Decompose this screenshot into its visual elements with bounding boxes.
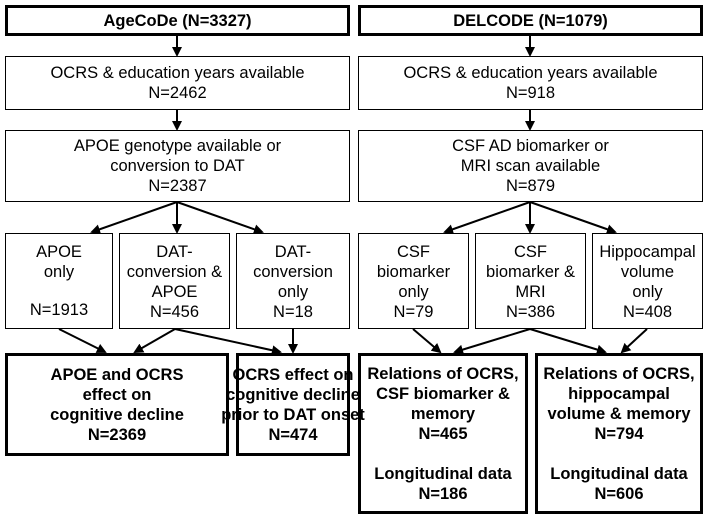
- arrow-agecode-sub1: [90, 201, 178, 235]
- agecode-out1-line3: cognitive decline: [50, 405, 184, 424]
- agecode-step2-count: N=2387: [148, 177, 207, 195]
- agecode-sub3-count: N=18: [273, 303, 313, 321]
- agecode-sub1-count: N=1913: [29, 301, 89, 319]
- delcode-sub2-line2: biomarker &: [486, 263, 575, 281]
- arrow-agecode-datapoe-out1: [133, 328, 176, 353]
- delcode-outcome2-box: Relations of OCRS, hippocampal volume & …: [535, 353, 703, 514]
- agecode-step2-line2: conversion to DAT: [110, 157, 245, 175]
- delcode-sub2-line1: CSF: [513, 243, 547, 261]
- delcode-sub1-line2: biomarker: [376, 263, 451, 281]
- arrow-delcode-csfmri-out2: [529, 328, 607, 355]
- delcode-sub3-count: N=408: [622, 303, 673, 321]
- agecode-out2-line3: prior to DAT onset: [221, 405, 365, 424]
- agecode-sub2-line1: DAT-: [156, 243, 193, 261]
- delcode-step1-text: OCRS & education years available: [403, 64, 658, 82]
- agecode-sub2-line3: APOE: [151, 283, 198, 301]
- delcode-out2-longitudinal: Longitudinal data: [550, 465, 688, 483]
- delcode-step2-count: N=879: [505, 177, 556, 195]
- agecode-step2-line1: APOE genotype available or: [73, 137, 282, 155]
- agecode-sub3-line1: DAT-: [274, 243, 312, 261]
- agecode-out1-line1: APOE and OCRS: [50, 365, 184, 384]
- agecode-out1-line2: effect on: [82, 385, 152, 404]
- agecode-step1-text: OCRS & education years available: [50, 64, 305, 82]
- agecode-sub3-line3: only: [277, 283, 309, 301]
- delcode-out2-count: N=794: [594, 425, 644, 443]
- agecode-sub-dat-apoe-box: DAT- conversion & APOE N=456: [119, 233, 230, 329]
- delcode-sub1-count: N=79: [393, 303, 434, 321]
- arrow-delcode-hip-out2: [620, 328, 648, 354]
- delcode-step2-line1: CSF AD biomarker or: [452, 137, 609, 155]
- arrow-agecode-datapoe-out2: [174, 328, 282, 356]
- agecode-out2-line2: cognitive decline: [226, 385, 360, 404]
- delcode-out1-count: N=465: [418, 425, 468, 443]
- delcode-out1-line3: memory: [410, 405, 476, 423]
- delcode-sub2-line3: MRI: [515, 283, 546, 301]
- arrow-agecode-sub3: [176, 201, 264, 235]
- agecode-sub2-count: N=456: [149, 303, 200, 321]
- delcode-header-box: DELCODE (N=1079): [358, 5, 703, 36]
- agecode-out2-count: N=474: [268, 425, 318, 444]
- arrow-delcode-sub1: [443, 201, 531, 235]
- delcode-out1-longitudinal-count: N=186: [418, 485, 468, 503]
- delcode-header: DELCODE (N=1079): [453, 11, 608, 30]
- delcode-sub1-line1: CSF: [396, 243, 430, 261]
- delcode-sub-hippocampal-box: Hippocampal volume only N=408: [592, 233, 703, 329]
- delcode-sub3-line1: Hippocampal: [599, 243, 696, 261]
- delcode-out2-line3: volume & memory: [547, 405, 691, 423]
- delcode-out1-line1: Relations of OCRS,: [367, 365, 519, 383]
- agecode-out1-count: N=2369: [87, 425, 147, 444]
- agecode-sub-dat-only-box: DAT- conversion only N=18: [236, 233, 350, 329]
- delcode-step2-line2: MRI scan available: [460, 157, 601, 175]
- delcode-out2-line2: hippocampal: [568, 385, 670, 403]
- agecode-step1-count: N=2462: [148, 84, 207, 102]
- delcode-sub1-line3: only: [398, 283, 429, 301]
- delcode-sub2-count: N=386: [505, 303, 556, 321]
- delcode-out2-line1: Relations of OCRS,: [543, 365, 695, 383]
- arrow-agecode-apoe-out1: [58, 328, 107, 353]
- agecode-sub2-line2: conversion &: [126, 263, 223, 281]
- delcode-sub3-line2: volume: [620, 263, 675, 281]
- delcode-step2-box: CSF AD biomarker or MRI scan available N…: [358, 130, 703, 202]
- agecode-header: AgeCoDe (N=3327): [103, 11, 252, 30]
- agecode-header-box: AgeCoDe (N=3327): [5, 5, 350, 36]
- agecode-out2-line1: OCRS effect on: [232, 365, 354, 384]
- agecode-sub-apoe-box: APOE only N=1913: [5, 233, 113, 329]
- delcode-sub-csf-box: CSF biomarker only N=79: [358, 233, 469, 329]
- agecode-step1-box: OCRS & education years available N=2462: [5, 56, 350, 110]
- agecode-sub3-line2: conversion: [253, 263, 333, 281]
- delcode-out1-longitudinal: Longitudinal data: [374, 465, 512, 483]
- agecode-sub1-line2: only: [43, 263, 75, 281]
- delcode-step1-count: N=918: [505, 84, 556, 102]
- agecode-outcome2-panel: OCRS effect on cognitive decline prior t…: [221, 353, 365, 456]
- arrow-delcode-sub3: [529, 201, 617, 235]
- delcode-out1-line2: CSF biomarker &: [376, 385, 510, 403]
- delcode-outcome1-box: Relations of OCRS, CSF biomarker & memor…: [358, 353, 528, 514]
- arrow-delcode-csfmri-out1: [453, 328, 531, 355]
- arrow-delcode-csf-out1: [412, 328, 442, 354]
- delcode-sub3-line3: only: [632, 283, 663, 301]
- delcode-out2-longitudinal-count: N=606: [594, 485, 644, 503]
- agecode-sub1-line1: APOE: [36, 243, 82, 261]
- agecode-outcome1-box: APOE and OCRS effect on cognitive declin…: [5, 353, 229, 456]
